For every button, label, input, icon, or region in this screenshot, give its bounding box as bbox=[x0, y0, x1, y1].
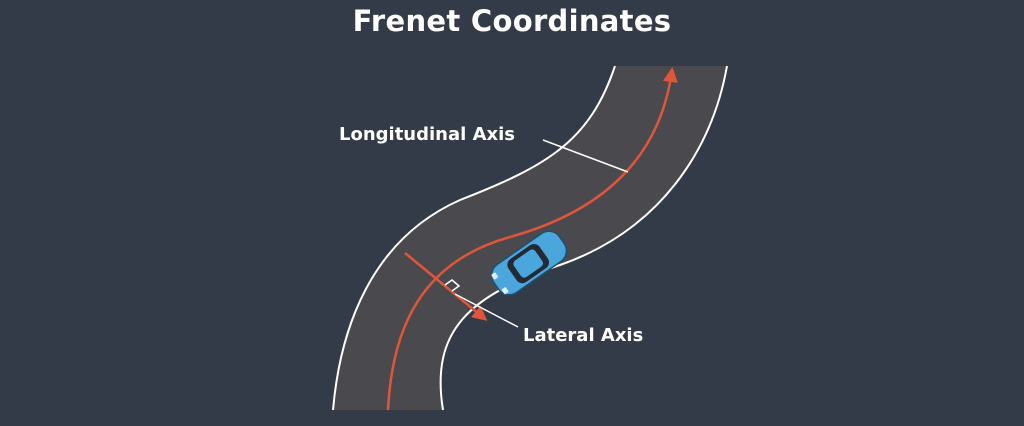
right-angle-marker bbox=[444, 279, 461, 292]
lateral-axis-arrow bbox=[404, 252, 488, 321]
lateral-axis-label: Lateral Axis bbox=[523, 325, 643, 346]
diagram-title: Frenet Coordinates bbox=[352, 4, 672, 38]
longitudinal-leader-line bbox=[542, 139, 629, 173]
car-icon bbox=[490, 230, 568, 296]
lateral-leader-line bbox=[454, 293, 519, 328]
longitudinal-axis-arrow bbox=[386, 67, 678, 411]
road-left-edge bbox=[332, 65, 616, 411]
longitudinal-axis-label: Longitudinal Axis bbox=[339, 124, 515, 145]
road-surface bbox=[333, 66, 727, 410]
road-right-edge bbox=[439, 65, 728, 411]
